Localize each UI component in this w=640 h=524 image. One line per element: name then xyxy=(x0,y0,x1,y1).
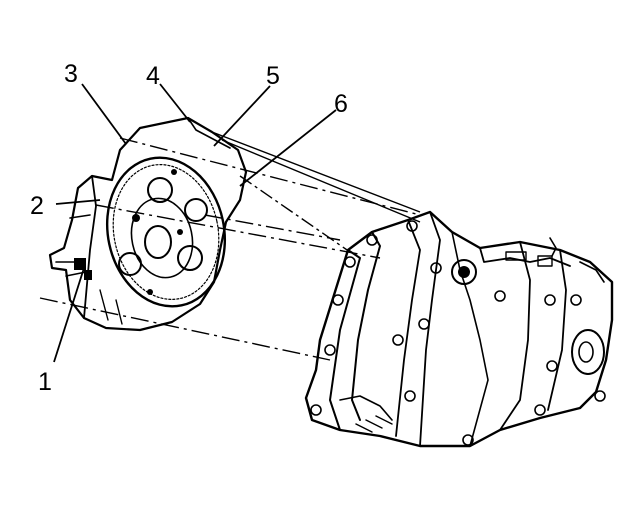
alignment-line-center xyxy=(95,204,381,259)
leader-line-3 xyxy=(81,83,127,145)
leader-line-2 xyxy=(55,199,101,205)
alignment-lines xyxy=(39,137,421,361)
callout-labels: 1 2 3 4 5 6 xyxy=(30,60,348,396)
transaxle-assembly xyxy=(304,210,614,448)
leader-line-6 xyxy=(239,109,337,187)
callout-1: 1 xyxy=(38,368,52,396)
alignment-line-top xyxy=(119,137,421,216)
leader-lines xyxy=(53,83,337,363)
leader-line-1 xyxy=(53,267,85,363)
callout-6: 6 xyxy=(334,90,348,118)
alignment-line-mid xyxy=(204,214,341,241)
flexplate xyxy=(105,156,227,308)
stud-guide-lines xyxy=(211,131,421,253)
callout-5: 5 xyxy=(266,62,280,90)
leader-line-5 xyxy=(213,85,271,147)
case-bolts xyxy=(310,220,606,446)
engine-adapter-housing xyxy=(48,116,248,332)
leader-line-4 xyxy=(159,83,191,123)
callout-2: 2 xyxy=(30,192,44,220)
alignment-line-bottom xyxy=(39,297,331,361)
callout-4: 4 xyxy=(146,62,160,90)
callout-3: 3 xyxy=(64,60,78,88)
